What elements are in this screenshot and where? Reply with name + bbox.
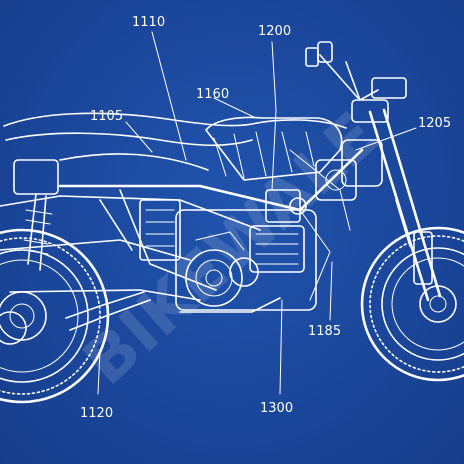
label-1205: 1205	[418, 116, 451, 131]
front-wheel	[360, 226, 464, 382]
label-1105: 1105	[90, 109, 123, 124]
label-1200: 1200	[258, 24, 291, 39]
label-1120: 1120	[80, 406, 113, 421]
label-1160: 1160	[196, 87, 229, 102]
exhaust	[65, 291, 151, 331]
rear-wheel	[0, 228, 110, 404]
rear-shock	[13, 159, 59, 271]
label-1110: 1110	[132, 15, 165, 30]
handlebar	[305, 41, 407, 101]
fuel-tank-and-seat	[3, 112, 347, 181]
label-1185: 1185	[308, 324, 341, 339]
front-fork	[341, 99, 442, 302]
label-1300: 1300	[260, 401, 293, 416]
leader-lines	[97, 31, 417, 395]
frame	[0, 148, 364, 301]
airbox	[139, 159, 357, 261]
